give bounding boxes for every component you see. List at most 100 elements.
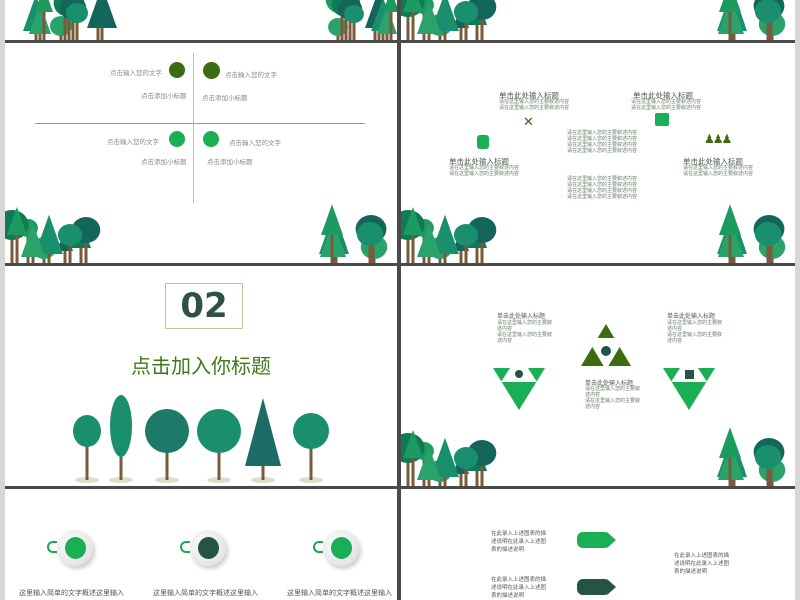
tree-shape: [245, 398, 281, 466]
user-icon: [515, 370, 523, 378]
tree-shape: [293, 413, 329, 449]
percent-triangle: [581, 324, 631, 370]
description-text: 在此录入上述图表的描 述说明在此录入上述图 表的描述说明: [491, 531, 547, 553]
section-number: 02: [165, 283, 243, 329]
section-title: 点击加入你标题: [131, 354, 271, 378]
center-desc: 请在这里输入您的主要叙述内容 请在这里输入您的主要叙述内容 请在这里输入您的主要…: [567, 176, 638, 200]
quadrant-subtitle: 点击添加小标题: [141, 158, 187, 166]
tree-shape: [217, 436, 221, 480]
tree-shape: [356, 222, 384, 246]
forest-illustration: [401, 427, 786, 486]
forest-illustration: [401, 204, 786, 263]
tree-shape: [35, 0, 53, 12]
item-title: 单击此处输入标题: [633, 91, 693, 100]
item-desc: 请在这里输入您的主要叙述内容: [683, 171, 754, 177]
item-title: 单击此处输入标题: [683, 157, 743, 166]
tree-shape: [431, 437, 459, 477]
tree-shape: [431, 214, 459, 254]
tree-shape: [453, 224, 479, 246]
tree-shape: [42, 3, 46, 40]
tree-shape: [431, 0, 459, 31]
tree-shape: [411, 225, 415, 263]
bracket-icon: [180, 541, 190, 553]
slide-thumbnail-grid: 点击输入您的文字 点击添加小标题 点击输入您的文字 点击添加小标题 点击输入您的…: [5, 0, 795, 600]
tree-shape: [79, 238, 83, 263]
tree-shape: [406, 448, 410, 486]
slide-thumbnail[interactable]: [401, 0, 795, 40]
item-desc: 请在这里输入您的主要叙述内容: [631, 99, 702, 105]
vertical-axis: [193, 53, 194, 203]
item-desc: 请在这里输入您的主要叙述内容: [499, 99, 570, 105]
tree-shape: [464, 235, 468, 263]
slide-thumbnail[interactable]: [5, 0, 397, 40]
quadrant-text: 点击输入您的文字: [110, 69, 162, 77]
horizontal-axis: [35, 123, 365, 124]
tree-shape: [68, 235, 72, 263]
forest-illustration: [5, 204, 388, 263]
slide-thumbnail-arrows[interactable]: 在此录入上述图表的描 述说明在此录入上述图 表的描述说明 在此录入上述图表的描 …: [401, 489, 795, 600]
tree-shape: [403, 430, 423, 458]
forest-illustration: [23, 0, 397, 40]
tree-shape: [417, 223, 441, 257]
tree-shape: [464, 12, 468, 40]
tree-shape: [403, 0, 423, 12]
tree-shape: [87, 0, 117, 28]
chat-person-icon: [477, 135, 489, 149]
tree-shape: [348, 9, 352, 40]
slide-thumbnail-quadrant[interactable]: 点击输入您的文字 点击添加小标题 点击输入您的文字 点击添加小标题 点击输入您的…: [5, 43, 397, 263]
round-button-graphic: [190, 530, 226, 566]
tree-shape: [459, 466, 463, 486]
tree-shape: [406, 2, 410, 40]
percent-icon: [601, 346, 611, 356]
tree-shape: [119, 436, 123, 480]
tree-shape: [35, 214, 63, 254]
item-desc: 请在这里输入您的主要叙述内容: [449, 165, 520, 171]
tree-shape: [389, 4, 393, 40]
item-desc: 请在这里输入您的主要叙 述内容 请在这里输入您的主要叙 述内容: [585, 386, 641, 410]
caption: 这里输入简单的文字概述这里输入: [153, 589, 258, 597]
tree-shape: [66, 3, 88, 23]
description-text: 在此录入上述图表的描 述说明在此录入上述图 表的描述说明: [491, 577, 547, 599]
quadrant-text: 点击输入您的文字: [225, 71, 277, 79]
tree-shape: [719, 0, 741, 12]
tree-shape: [352, 14, 356, 40]
tree-shape: [71, 8, 75, 40]
tree-shape: [754, 0, 782, 23]
item-title: 单击此处输入标题: [497, 313, 546, 320]
slide-thumbnail-icons[interactable]: 单击此处输入标题 请在这里输入您的主要叙述内容 请在这里输入您的主要叙述内容 单…: [401, 43, 795, 263]
tree-shape: [63, 6, 67, 40]
green-dot: [203, 131, 219, 147]
tree-shape: [7, 207, 27, 235]
green-arrow-shape: [577, 532, 616, 548]
tree-shape: [403, 207, 423, 235]
tree-shape: [728, 447, 732, 486]
building-triangle: [663, 354, 715, 410]
tree-shape: [197, 409, 241, 453]
item-desc: 请在这里输入您的主要叙 述内容 请在这里输入您的主要叙 述内容: [667, 320, 723, 344]
slide-thumbnail-section[interactable]: 02 点击加入你标题: [5, 266, 397, 486]
dark-arrow-shape: [577, 579, 616, 595]
description-text: 在此录入上述图表的描 述说明在此录入上述图 表的描述说明: [674, 553, 730, 575]
tree-shape: [10, 225, 14, 263]
tree-shape: [728, 224, 732, 263]
tree-row-illustration: [73, 395, 329, 483]
tree-shape: [383, 0, 397, 12]
tree-shape: [464, 458, 468, 486]
tree-shape: [406, 225, 410, 263]
item-desc: 请在这里输入您的主要叙述内容: [683, 165, 754, 171]
tree-shape: [754, 445, 782, 469]
tree-shape: [411, 448, 415, 486]
tree-shape: [73, 415, 101, 447]
item-desc: 请在这里输入您的主要叙述内容: [499, 105, 570, 111]
slide-thumbnail-triangles[interactable]: 单击此处输入标题 请在这里输入您的主要叙 述内容 请在这里输入您的主要叙 述内容…: [401, 266, 795, 486]
quadrant-text: 点击输入您的文字: [229, 139, 281, 147]
quadrant-subtitle: 点击添加小标题: [207, 158, 253, 166]
item-title: 单击此处输入标题: [585, 380, 634, 387]
caption: 这里输入简单的文字概述这里输入: [287, 589, 392, 597]
slide-thumbnail-buttons[interactable]: 这里输入简单的文字概述这里输入 这里输入简单的文字概述这里输入 这里输入简单的文…: [5, 489, 397, 600]
round-button-graphic: [323, 530, 359, 566]
tree-shape: [84, 230, 88, 263]
tree-shape: [57, 224, 83, 246]
dark-green-dot: [169, 62, 185, 78]
bracket-icon: [47, 541, 57, 553]
